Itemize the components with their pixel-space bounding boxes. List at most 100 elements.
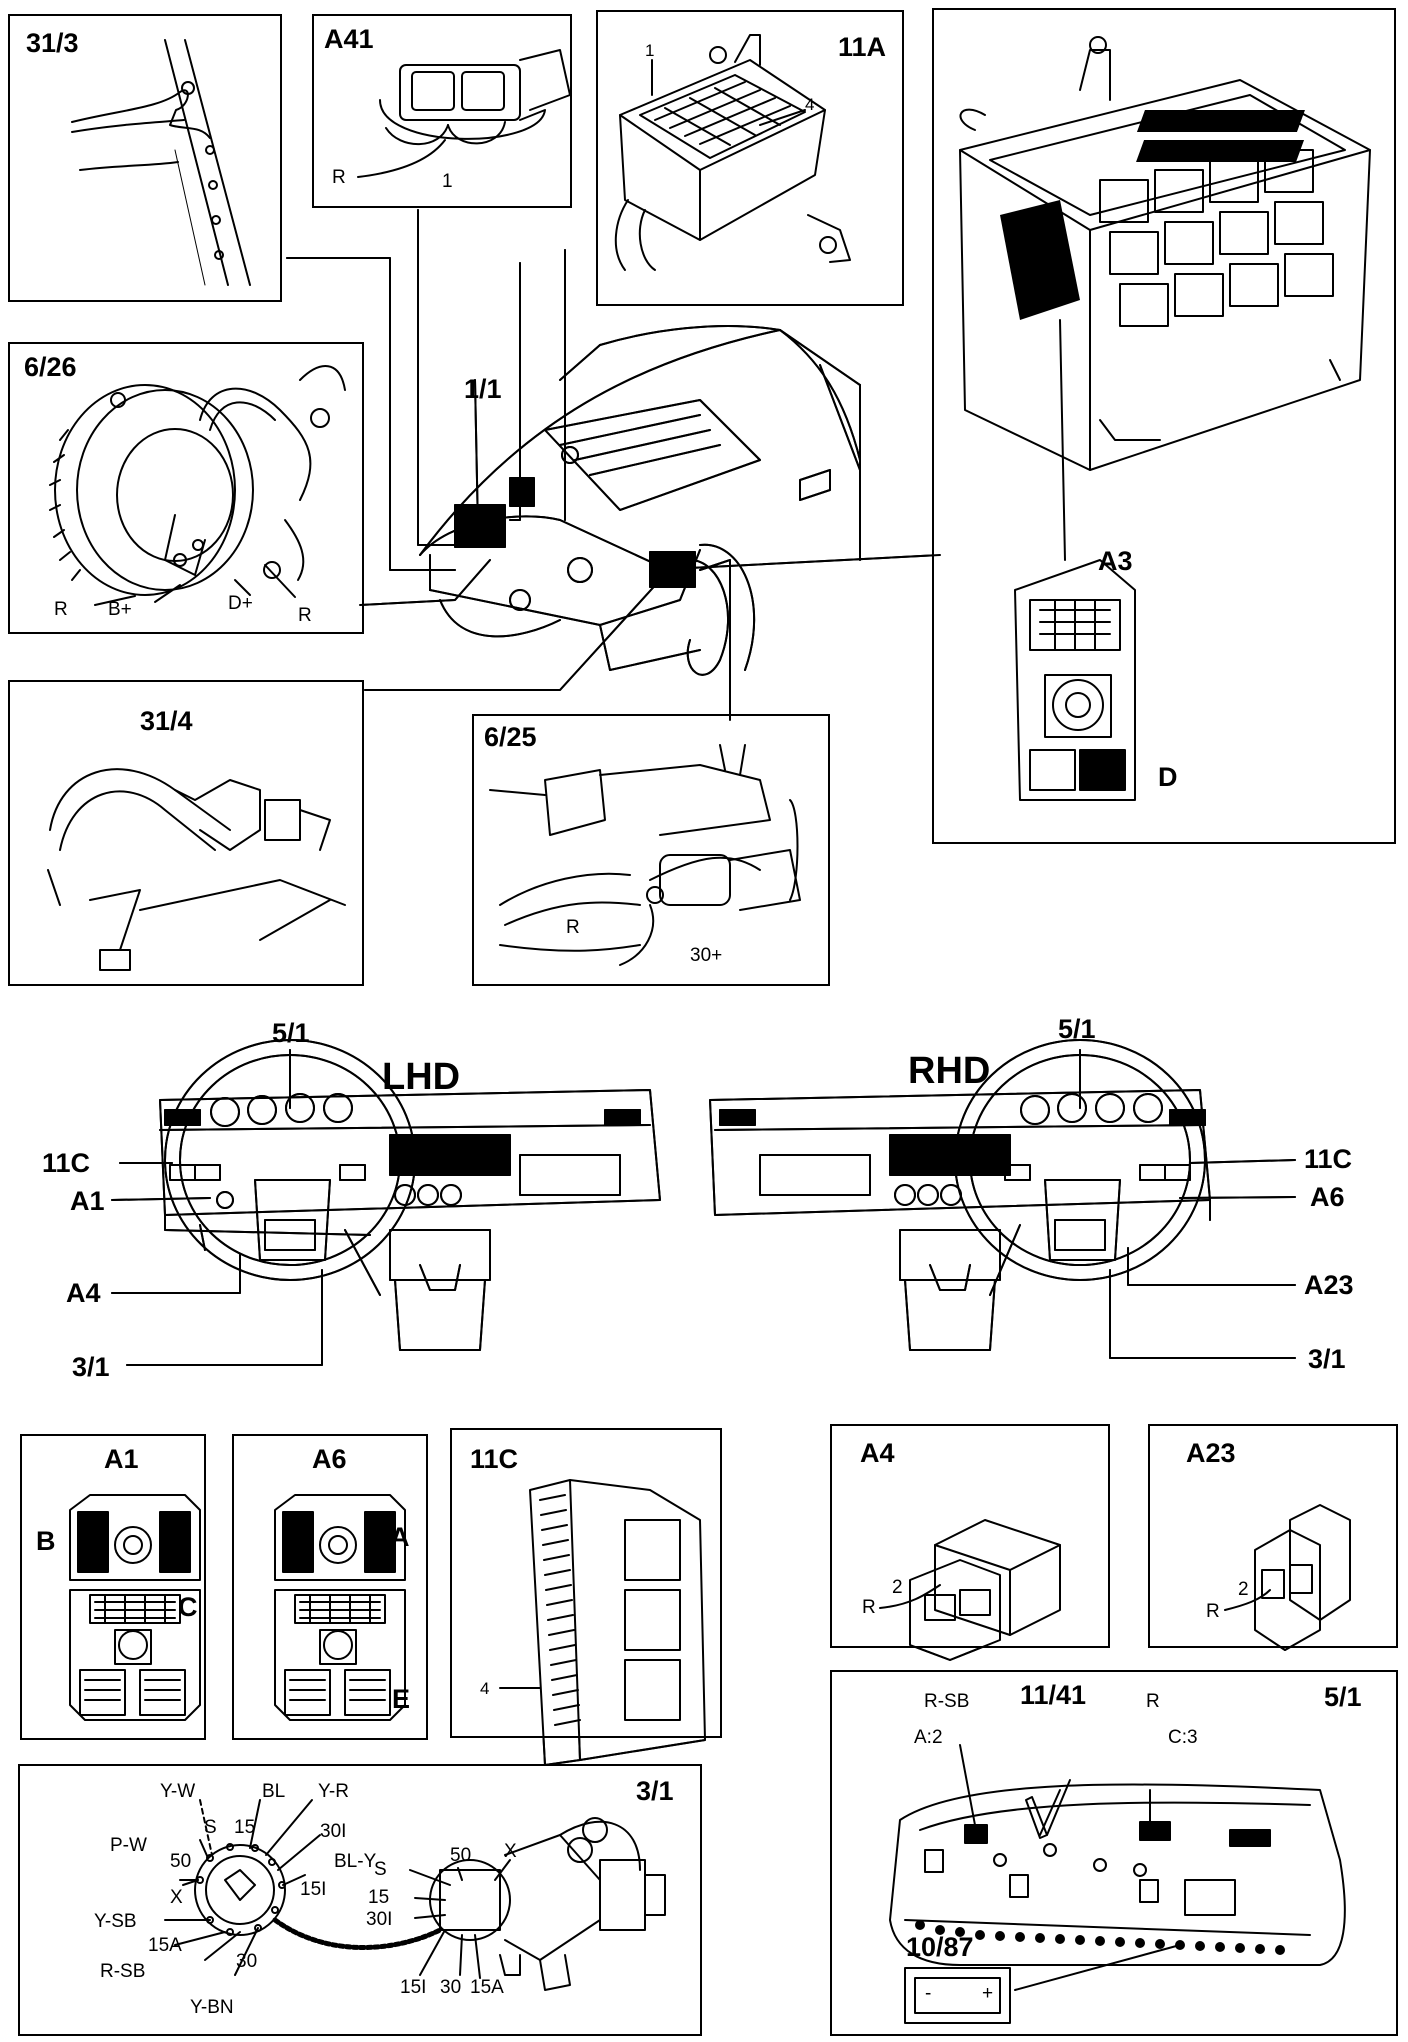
label-a41-pin: 1: [442, 171, 453, 192]
label-a6-title: A6: [312, 1444, 347, 1474]
label-3-1-50a: 50: [170, 1851, 192, 1872]
connector-a4-drawing: [879, 1519, 1061, 1661]
label-3-1-30i-a: 30I: [320, 1821, 347, 1842]
label-6-26-b-plus: B+: [108, 599, 132, 620]
label-lhd-11c: 11C: [42, 1148, 91, 1178]
label-3-1-15i-a: 15I: [300, 1879, 327, 1900]
label-6-25: 6/25: [484, 722, 537, 752]
connector-11c-drawing: [499, 1479, 706, 1766]
label-3-1-y-bn: Y-BN: [190, 1997, 234, 2018]
instrument-cluster-5-1-drawing: [889, 1744, 1346, 2024]
label-11c-title: 11C: [470, 1444, 519, 1474]
label-rhd-5-1: 5/1: [1058, 1014, 1096, 1044]
label-lhd-5-1: 5/1: [272, 1018, 310, 1048]
label-3-1-15a-a: 15A: [148, 1935, 182, 1956]
lhd-dashboard-drawing: [159, 1039, 661, 1351]
dashboard-leader-lines: [111, 1049, 1296, 1366]
label-a6-a: A: [390, 1522, 410, 1552]
label-3-1-p-w: P-W: [110, 1835, 147, 1856]
label-5-1-a2: A:2: [914, 1727, 943, 1748]
label-5-1-11-41: 11/41: [1020, 1680, 1087, 1710]
label-3-1-y-r: Y-R: [318, 1781, 349, 1802]
label-3-1-r-sb: R-SB: [100, 1961, 146, 1982]
label-3-1-s1: S: [204, 1817, 217, 1838]
label-lhd-a4: A4: [66, 1278, 101, 1308]
panel-a4: [830, 1424, 1110, 1648]
label-3-1-15i-b: 15I: [400, 1977, 427, 1998]
connector-a1-drawing: [69, 1494, 201, 1721]
label-11a-pin-1: 1: [645, 41, 655, 60]
fuse-box-11a-drawing: [614, 34, 851, 271]
panel-31-4: [8, 680, 364, 986]
ground-strap-31-3-drawing: [71, 39, 251, 286]
connector-a23-drawing: [1224, 1504, 1351, 1651]
label-a1-title: A1: [104, 1444, 139, 1474]
label-31-4: 31/4: [140, 706, 193, 736]
label-6-26: 6/26: [24, 352, 77, 382]
label-a41-wire: R: [332, 167, 346, 188]
label-3-1-y-w: Y-W: [160, 1781, 196, 1802]
label-3-1-x2: X: [504, 1841, 517, 1862]
label-a41: A41: [324, 24, 374, 54]
label-lhd: LHD: [382, 1056, 461, 1098]
panel-11c: [450, 1428, 722, 1738]
label-rhd-a23: A23: [1304, 1270, 1354, 1300]
label-3-1-y-sb: Y-SB: [94, 1911, 137, 1932]
label-a23-wire: R: [1206, 1601, 1220, 1622]
ignition-switch-3-1-drawing: [164, 1799, 666, 1991]
rhd-dashboard-drawing: [709, 1039, 1211, 1351]
label-a4-pin: 2: [892, 1577, 903, 1598]
label-a1-b: B: [36, 1526, 56, 1556]
car-engine-bay-drawing: [419, 324, 861, 676]
label-6-26-d-plus: D+: [228, 593, 253, 614]
label-3-1-bl-y: BL-Y: [334, 1851, 377, 1872]
label-a23-title: A23: [1186, 1438, 1236, 1468]
label-3-1-50b: 50: [450, 1845, 472, 1866]
label-6-25-terminal: 30+: [690, 945, 723, 966]
label-6-25-wire: R: [566, 917, 580, 938]
label-5-1-r-sb: R-SB: [924, 1691, 970, 1712]
panel-a41: [312, 14, 572, 208]
label-10-87-plus: +: [982, 1983, 994, 2004]
connector-a6-drawing: [274, 1494, 406, 1721]
panel-3-1: [18, 1764, 702, 2036]
label-3-1-bl: BL: [262, 1781, 286, 1802]
label-3-1-x1: X: [170, 1887, 183, 1908]
connector-a41-drawing: [357, 49, 571, 178]
label-31-3: 31/3: [26, 28, 79, 58]
ground-31-4-drawing: [47, 768, 346, 971]
label-a6-e: E: [392, 1684, 411, 1714]
label-3-1-30i-b: 30I: [366, 1909, 393, 1930]
label-5-1-title: 5/1: [1324, 1682, 1362, 1712]
alternator-6-26-drawing: [49, 365, 346, 606]
label-a4-title: A4: [860, 1438, 895, 1468]
label-10-87: 10/87: [906, 1932, 974, 1962]
label-a1-c: C: [178, 1592, 198, 1622]
label-3-1-s2: S: [374, 1859, 387, 1880]
label-6-26-r-left: R: [54, 599, 68, 620]
label-3-1-15a: 15: [234, 1817, 256, 1838]
label-rhd-3-1: 3/1: [1308, 1344, 1346, 1374]
panel-a23: [1148, 1424, 1398, 1648]
label-5-1-c3: C:3: [1168, 1727, 1198, 1748]
label-3-1-15b: 15: [368, 1887, 390, 1908]
label-10-87-minus: -: [925, 1983, 932, 2004]
panel-31-3: [8, 14, 282, 302]
label-lhd-a1: A1: [70, 1186, 105, 1216]
label-a4-wire: R: [862, 1597, 876, 1618]
top-leader-lines: [286, 209, 941, 721]
label-5-1-r: R: [1146, 1691, 1160, 1712]
label-6-26-r-right: R: [298, 605, 312, 626]
label-3-1-15a-b: 15A: [470, 1977, 504, 1998]
label-a23-pin: 2: [1238, 1579, 1249, 1600]
label-a3-d: D: [1158, 762, 1178, 792]
label-a3: A3: [1098, 546, 1133, 576]
starter-6-25-drawing: [489, 744, 801, 966]
label-11c-pin: 4: [480, 1679, 490, 1698]
label-3-1-title: 3/1: [636, 1776, 674, 1806]
relay-box-a3-drawing: [959, 36, 1371, 801]
label-rhd: RHD: [908, 1050, 991, 1092]
label-rhd-a6: A6: [1310, 1182, 1345, 1212]
